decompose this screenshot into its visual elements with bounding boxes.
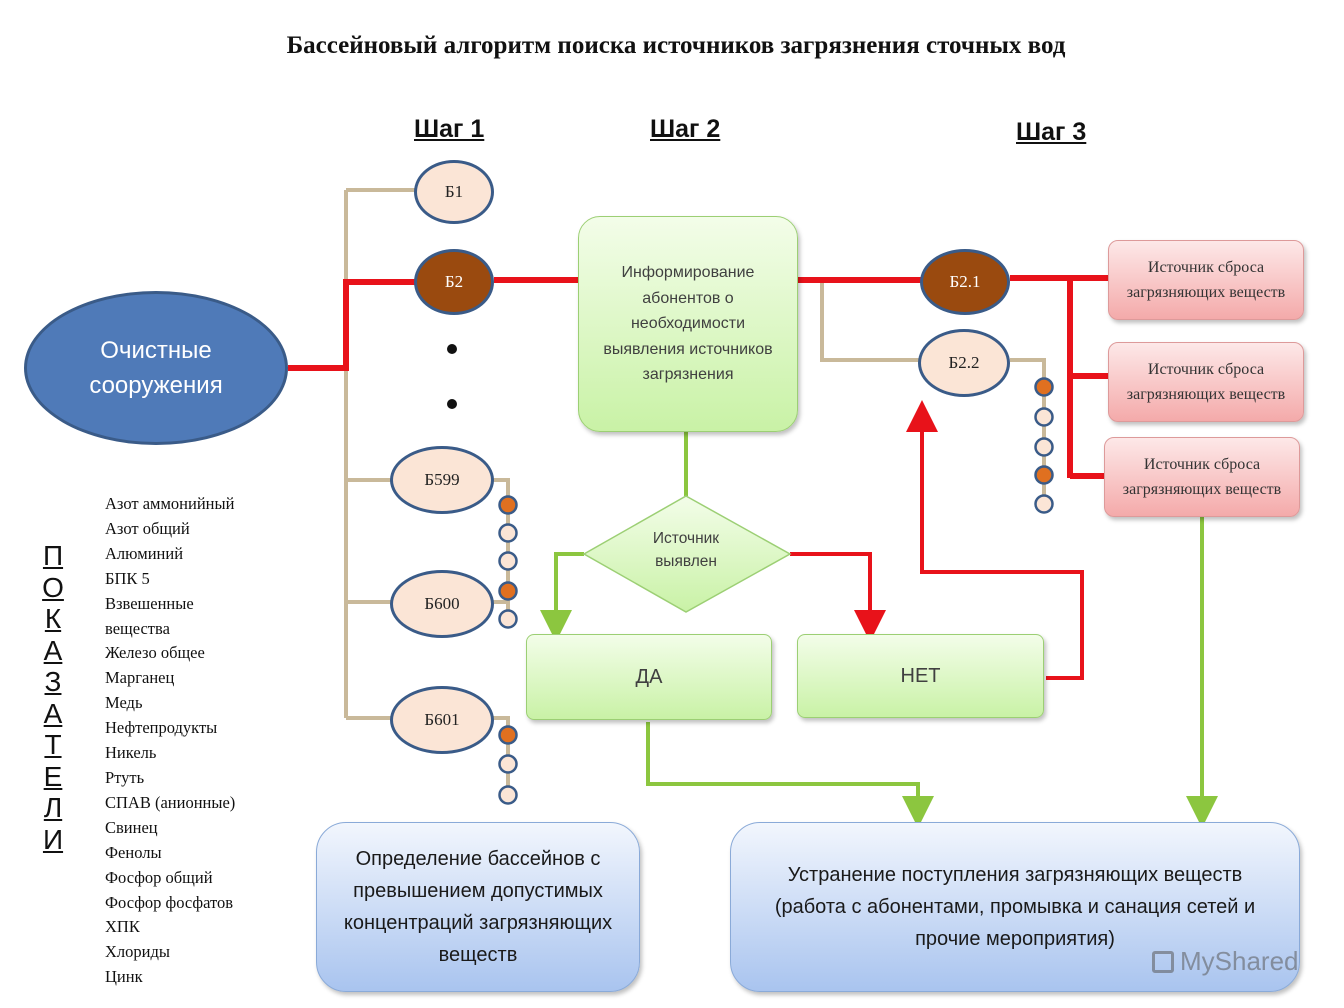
indicator-item: Фосфор общий bbox=[105, 867, 213, 887]
decision-text: Источник выявлен bbox=[652, 530, 720, 570]
indicators-label-letter: П bbox=[42, 540, 64, 571]
basin-b2-2: Б2.2 bbox=[918, 329, 1010, 397]
red-flows bbox=[790, 400, 1084, 680]
sampling-point bbox=[498, 785, 518, 805]
indicator-item: Нефтепродукты bbox=[105, 718, 218, 738]
yes-box: ДА bbox=[526, 634, 772, 720]
inform-subscribers-box: Информирование абонентов о необходимости… bbox=[578, 216, 798, 432]
basin-b601: Б601 bbox=[390, 686, 494, 754]
indicators-label-letter: Л bbox=[43, 792, 63, 823]
basin-b599: Б599 bbox=[390, 446, 494, 514]
pollution-source-box: Источник сброса загрязняющих веществ bbox=[1104, 437, 1300, 517]
basin-b1: Б1 bbox=[414, 160, 494, 224]
sampling-point bbox=[1034, 407, 1054, 427]
no-label: НЕТ bbox=[900, 664, 941, 687]
page-title: Бассейновый алгоритм поиска источников з… bbox=[286, 32, 1066, 59]
indicators-label-letter: З bbox=[44, 666, 62, 697]
elimination-box: Устранение поступления загрязняющих веще… bbox=[730, 822, 1300, 992]
indicators-label-letter: О bbox=[42, 571, 64, 603]
basin-b1-label: Б1 bbox=[444, 182, 464, 201]
sampling-points bbox=[498, 377, 1054, 805]
sampling-point-marked bbox=[498, 581, 518, 601]
indicators-label-letter: А bbox=[43, 634, 63, 666]
sampling-point-marked bbox=[498, 495, 518, 515]
sampling-point bbox=[498, 609, 518, 629]
no-box: НЕТ bbox=[797, 634, 1044, 718]
indicators-label-letter: А bbox=[43, 697, 63, 729]
inform-subscribers-text: Информирование абонентов о необходимости… bbox=[603, 264, 773, 384]
indicator-item: Ртуть bbox=[105, 767, 145, 787]
indicator-item: Взвешенные bbox=[105, 593, 194, 613]
indicator-item: Фосфор фосфатов bbox=[105, 892, 234, 912]
indicator-item: Фенолы bbox=[105, 842, 162, 862]
basin-b2-2-label: Б2.2 bbox=[948, 353, 980, 372]
indicator-item: Азот общий bbox=[105, 518, 190, 538]
indicator-item: БПК 5 bbox=[105, 568, 150, 588]
green-flows bbox=[540, 432, 1218, 828]
indicator-item: Хлориды bbox=[105, 942, 170, 962]
indicator-item: СПАВ (анионные) bbox=[105, 792, 236, 812]
sampling-point bbox=[1034, 494, 1054, 514]
basin-determination-text: Определение бассейнов с превышением допу… bbox=[343, 848, 613, 966]
basin-b600-label: Б600 bbox=[424, 594, 460, 613]
indicators-label-letter: И bbox=[42, 823, 64, 855]
elimination-text: Устранение поступления загрязняющих веще… bbox=[774, 864, 1256, 950]
sampling-point-marked bbox=[1034, 465, 1054, 485]
sampling-point bbox=[498, 754, 518, 774]
pollution-source-box: Источник сброса загрязняющих веществ bbox=[1108, 342, 1304, 422]
sampling-point-marked bbox=[1034, 377, 1054, 397]
treatment-plant: Очистные сооружения bbox=[24, 291, 288, 445]
basin-b2-1-label: Б2.1 bbox=[949, 272, 981, 291]
pollution-source-box: Источник сброса загрязняющих веществ bbox=[1108, 240, 1304, 320]
indicator-item: вещества bbox=[105, 618, 170, 638]
sampling-point bbox=[498, 523, 518, 543]
indicator-item: Азот аммонийный bbox=[105, 494, 235, 513]
watermark-text: MyShared bbox=[1180, 946, 1299, 976]
treatment-plant-label: Очистные сооружения bbox=[89, 337, 223, 399]
sampling-point bbox=[1034, 437, 1054, 457]
indicator-item: ХПК bbox=[105, 917, 140, 937]
step-2-label: Шаг 2 bbox=[650, 115, 721, 143]
step-3-label: Шаг 3 bbox=[1016, 118, 1087, 146]
watermark: MyShared bbox=[1152, 946, 1299, 977]
indicator-item: Железо общее bbox=[105, 643, 205, 663]
basin-determination-box: Определение бассейнов с превышением допу… bbox=[316, 822, 640, 992]
ellipsis-dot bbox=[447, 344, 457, 354]
decision-label: Источник выявлен bbox=[626, 522, 746, 578]
indicators-label-letter: Т bbox=[44, 729, 62, 760]
decision-diamond bbox=[582, 495, 792, 613]
indicator-item: Медь bbox=[105, 693, 143, 713]
basin-b2: Б2 bbox=[414, 249, 494, 315]
indicators-label-letter: Е bbox=[43, 760, 63, 792]
pollution-source-text: Источник сброса загрязняющих веществ bbox=[1126, 259, 1286, 301]
watermark-logo-icon bbox=[1152, 950, 1174, 973]
sampling-point bbox=[498, 551, 518, 571]
indicator-item: Алюминий bbox=[105, 543, 184, 563]
ellipsis-dot bbox=[447, 399, 457, 409]
basin-b601-label: Б601 bbox=[424, 710, 460, 729]
step-1-label: Шаг 1 bbox=[414, 115, 485, 143]
pollution-source-text: Источник сброса загрязняющих веществ bbox=[1126, 361, 1286, 403]
pollution-source-text: Источник сброса загрязняющих веществ bbox=[1122, 456, 1282, 498]
basin-b599-label: Б599 bbox=[424, 470, 460, 489]
indicator-item: Свинец bbox=[105, 817, 158, 837]
basin-b2-label: Б2 bbox=[444, 272, 464, 291]
basin-b600: Б600 bbox=[390, 570, 494, 638]
indicator-item: Никель bbox=[105, 743, 157, 763]
main-pipeline bbox=[288, 275, 1108, 479]
indicator-item: Марганец bbox=[105, 668, 175, 688]
indicators-label-letter: К bbox=[44, 603, 62, 634]
sampling-point-marked bbox=[498, 725, 518, 745]
yes-label: ДА bbox=[635, 665, 663, 688]
basin-b2-1: Б2.1 bbox=[920, 249, 1010, 315]
indicator-item: Цинк bbox=[105, 967, 143, 987]
